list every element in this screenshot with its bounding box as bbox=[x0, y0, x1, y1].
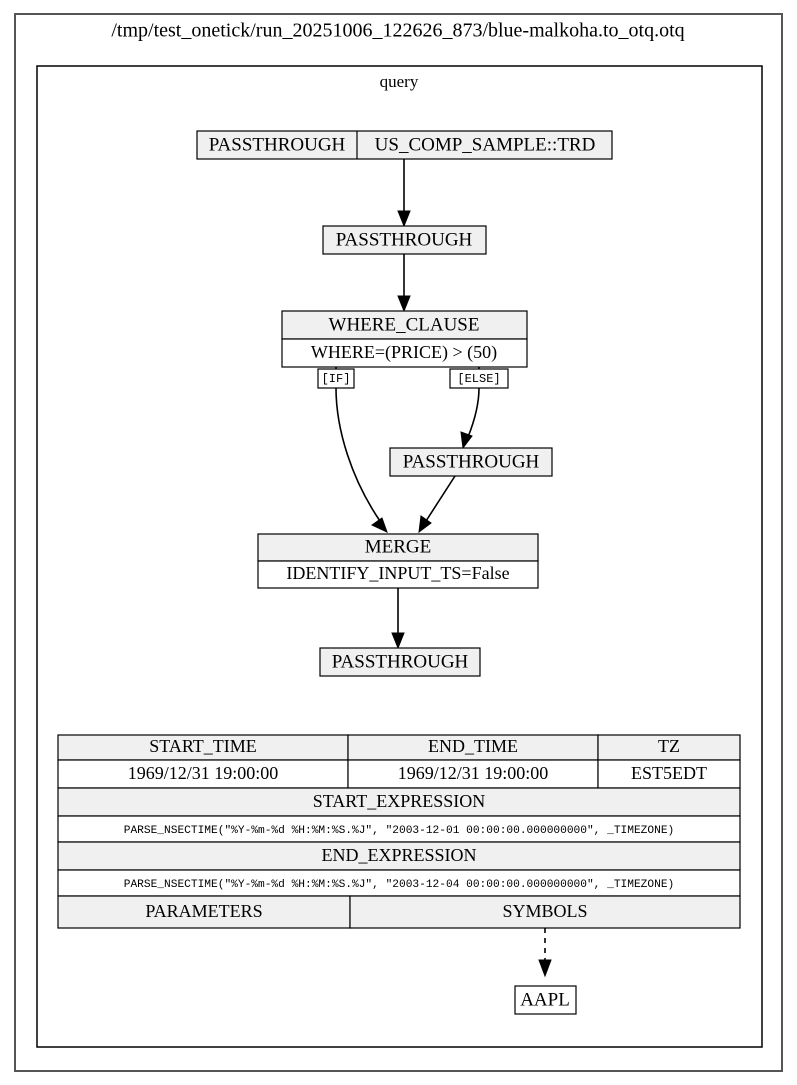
node-source[interactable]: PASSTHROUGH US_COMP_SAMPLE::TRD bbox=[196, 130, 613, 160]
query-cluster-frame bbox=[36, 65, 763, 1048]
info-table-end-expression-value: PARSE_NSECTIME("%Y-%m-%d %H:%M:%S.%J", "… bbox=[124, 879, 675, 891]
node-where-clause-body-box bbox=[281, 338, 528, 368]
info-table-start-expression-value-cell bbox=[57, 815, 741, 843]
info-table-end-expression-header-cell bbox=[57, 841, 741, 871]
node-symbol-aapl[interactable]: AAPL bbox=[514, 985, 577, 1015]
node-symbol-aapl-box bbox=[514, 985, 577, 1015]
node-passthrough-else-box bbox=[389, 447, 553, 477]
node-passthrough-out-op: PASSTHROUGH bbox=[332, 651, 469, 672]
info-table-start-expression-header: START_EXPRESSION bbox=[313, 791, 486, 811]
info-table-end-expression-value-cell bbox=[57, 869, 741, 897]
edge-label-if: [IF] bbox=[317, 368, 355, 389]
query-cluster-label: query bbox=[380, 72, 419, 91]
info-table-header-end-time-cell bbox=[347, 734, 599, 761]
info-table-end-expression-header: END_EXPRESSION bbox=[321, 845, 476, 865]
edge-label-if-text: [IF] bbox=[322, 372, 351, 386]
info-table-value-end-time: 1969/12/31 19:00:00 bbox=[398, 763, 549, 783]
page-title: /tmp/test_onetick/run_20251006_122626_87… bbox=[111, 20, 684, 42]
info-table-parameters-cell bbox=[57, 895, 351, 929]
node-symbol-aapl-label: AAPL bbox=[520, 989, 570, 1010]
edge-passthrough1-to-where bbox=[397, 254, 411, 313]
node-merge[interactable]: MERGE IDENTIFY_INPUT_TS=False bbox=[257, 533, 539, 589]
node-passthrough-out[interactable]: PASSTHROUGH bbox=[319, 647, 481, 677]
node-where-clause-expression: WHERE=(PRICE) > (50) bbox=[311, 342, 497, 363]
info-table-header-tz: TZ bbox=[658, 736, 680, 756]
node-passthrough-1[interactable]: PASSTHROUGH bbox=[322, 225, 487, 255]
node-where-clause-header-box bbox=[281, 310, 528, 340]
node-merge-body-box bbox=[257, 560, 539, 589]
outer-frame bbox=[14, 13, 783, 1072]
node-source-op: PASSTHROUGH bbox=[209, 134, 346, 155]
edge-symbols-to-aapl bbox=[538, 928, 552, 978]
info-table-value-start-time: 1969/12/31 19:00:00 bbox=[128, 763, 279, 783]
info-table-header-tz-cell bbox=[597, 734, 741, 761]
edge-passthrough-else-to-merge bbox=[418, 475, 456, 534]
node-merge-header-box bbox=[257, 533, 539, 562]
edge-merge-to-passthrough-out bbox=[391, 588, 405, 650]
edge-label-else: [ELSE] bbox=[449, 368, 509, 389]
info-table-value-tz: EST5EDT bbox=[631, 763, 707, 783]
edge-source-to-passthrough1 bbox=[397, 159, 411, 228]
info-table-header-start-time: START_TIME bbox=[149, 736, 256, 756]
node-passthrough-else[interactable]: PASSTHROUGH bbox=[389, 447, 553, 477]
info-table-value-tz-cell bbox=[597, 759, 741, 789]
node-source-box bbox=[196, 130, 613, 160]
info-table-value-start-time-cell bbox=[57, 759, 349, 789]
node-merge-op: MERGE bbox=[365, 536, 432, 557]
info-table-start-expression-value: PARSE_NSECTIME("%Y-%m-%d %H:%M:%S.%J", "… bbox=[124, 825, 675, 837]
node-passthrough-1-op: PASSTHROUGH bbox=[336, 229, 473, 250]
info-table-parameters-header: PARAMETERS bbox=[145, 901, 262, 921]
info-table-start-expression-header-cell bbox=[57, 787, 741, 817]
node-where-clause[interactable]: WHERE_CLAUSE WHERE=(PRICE) > (50) bbox=[281, 310, 528, 368]
node-passthrough-out-box bbox=[319, 647, 481, 677]
info-table-symbols-header: SYMBOLS bbox=[502, 901, 587, 921]
info-table-symbols-cell bbox=[349, 895, 741, 929]
node-merge-param: IDENTIFY_INPUT_TS=False bbox=[286, 563, 509, 583]
node-source-symbol: US_COMP_SAMPLE::TRD bbox=[375, 134, 596, 155]
node-passthrough-else-op: PASSTHROUGH bbox=[403, 451, 540, 472]
edge-if-to-merge bbox=[335, 387, 388, 533]
node-where-clause-op: WHERE_CLAUSE bbox=[329, 314, 480, 335]
edge-else-to-passthrough bbox=[460, 387, 480, 450]
edge-label-else-text: [ELSE] bbox=[457, 372, 500, 386]
info-table-header-end-time: END_TIME bbox=[428, 736, 518, 756]
node-passthrough-1-box bbox=[322, 225, 487, 255]
info-table: START_TIME END_TIME TZ 1969/12/31 19:00:… bbox=[57, 734, 741, 929]
